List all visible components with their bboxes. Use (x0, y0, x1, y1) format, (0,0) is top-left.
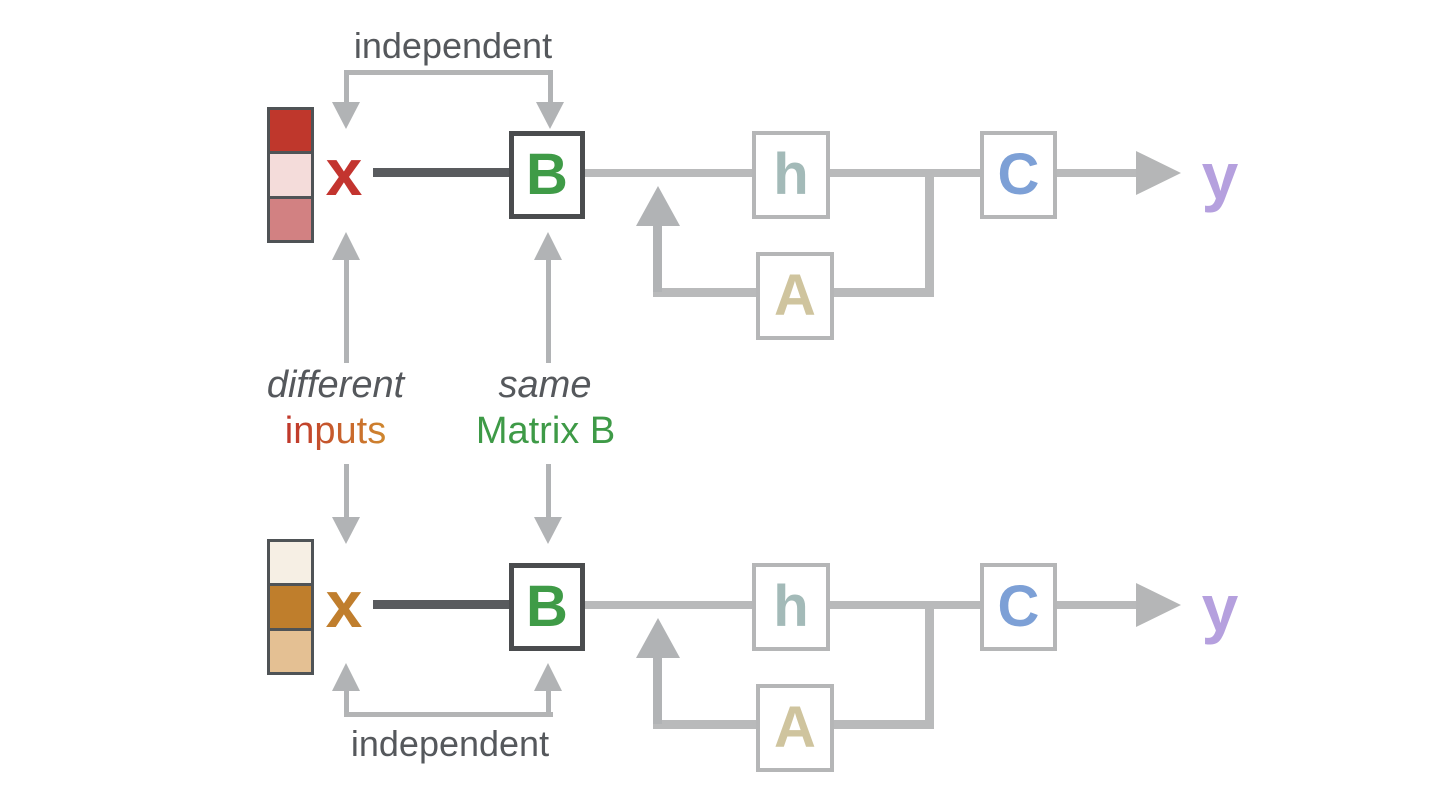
middle-left-up-arrow-icon (332, 232, 360, 260)
vector-cell-1 (270, 542, 311, 584)
top-bracket-right-arrow-icon (536, 102, 564, 129)
middle-right-down-arrow-shaft (546, 464, 551, 518)
bottom-bracket-line (344, 712, 553, 717)
bottom-bracket-left-arrow-icon (332, 663, 360, 691)
output-arrow-icon (1136, 151, 1181, 195)
middle-left-down-arrow-shaft (344, 464, 349, 518)
vector-cell-2 (270, 151, 311, 196)
hidden-state-h-block: h (752, 563, 830, 651)
middle-left-up-arrow-shaft (344, 258, 349, 363)
matrix-b-letter: B (526, 574, 568, 639)
matrix-b-block: B (509, 563, 585, 651)
middle-right-up-arrow-icon (534, 232, 562, 260)
input-x-label: x (325, 135, 363, 209)
input-to-b-line (373, 600, 512, 609)
matrix-b-block: B (509, 131, 585, 219)
vector-cell-2 (270, 583, 311, 628)
feedback-branch-down-line (925, 169, 934, 297)
input-to-b-line (373, 168, 512, 177)
bottom-independent-label: independent (350, 723, 550, 764)
middle-left-down-arrow-icon (332, 517, 360, 544)
hidden-state-h-block: h (752, 131, 830, 219)
top-bracket-left-arrow-icon (332, 102, 360, 129)
matrix-a-block: A (756, 252, 834, 340)
top-independent-label: independent (353, 25, 553, 66)
output-arrow-icon (1136, 583, 1181, 627)
matrix-a-letter: A (774, 263, 816, 328)
top-bracket-right-arrow-shaft (548, 70, 553, 104)
output-y-label: y (1201, 139, 1239, 213)
feedback-up-arrow-shaft (653, 654, 662, 724)
input-vector (267, 539, 314, 675)
top-bracket-line (344, 70, 553, 75)
matrix-c-block: C (980, 563, 1057, 651)
matrix-c-letter: C (997, 574, 1040, 639)
matrix-a-block: A (756, 684, 834, 772)
vector-cell-3 (270, 195, 311, 240)
vector-cell-3 (270, 627, 311, 672)
vector-cell-1 (270, 110, 311, 152)
inputs-label: inputs (228, 412, 443, 450)
matrix-c-letter: C (997, 142, 1040, 207)
middle-right-up-arrow-shaft (546, 258, 551, 363)
feedback-up-arrow-icon (636, 186, 680, 226)
matrix-b-letter: B (526, 142, 568, 207)
bottom-bracket-right-arrow-icon (534, 663, 562, 691)
same-label: same (498, 364, 592, 406)
top-bracket-left-arrow-shaft (344, 70, 349, 104)
bottom-bracket-right-arrow-shaft (546, 689, 551, 717)
feedback-up-arrow-shaft (653, 222, 662, 292)
middle-right-down-arrow-icon (534, 517, 562, 544)
input-vector (267, 107, 314, 243)
different-label: different (266, 364, 405, 406)
matrix-b-annotation-label: Matrix B (475, 410, 616, 452)
bottom-bracket-left-arrow-shaft (344, 689, 349, 717)
matrix-c-block: C (980, 131, 1057, 219)
hidden-state-h-letter: h (773, 574, 809, 639)
output-y-label: y (1201, 571, 1239, 645)
feedback-branch-down-line (925, 601, 934, 729)
matrix-a-letter: A (774, 695, 816, 760)
feedback-up-arrow-icon (636, 618, 680, 658)
main-signal-line (560, 601, 1138, 609)
hidden-state-h-letter: h (773, 142, 809, 207)
main-signal-line (560, 169, 1138, 177)
input-x-label: x (325, 567, 363, 641)
